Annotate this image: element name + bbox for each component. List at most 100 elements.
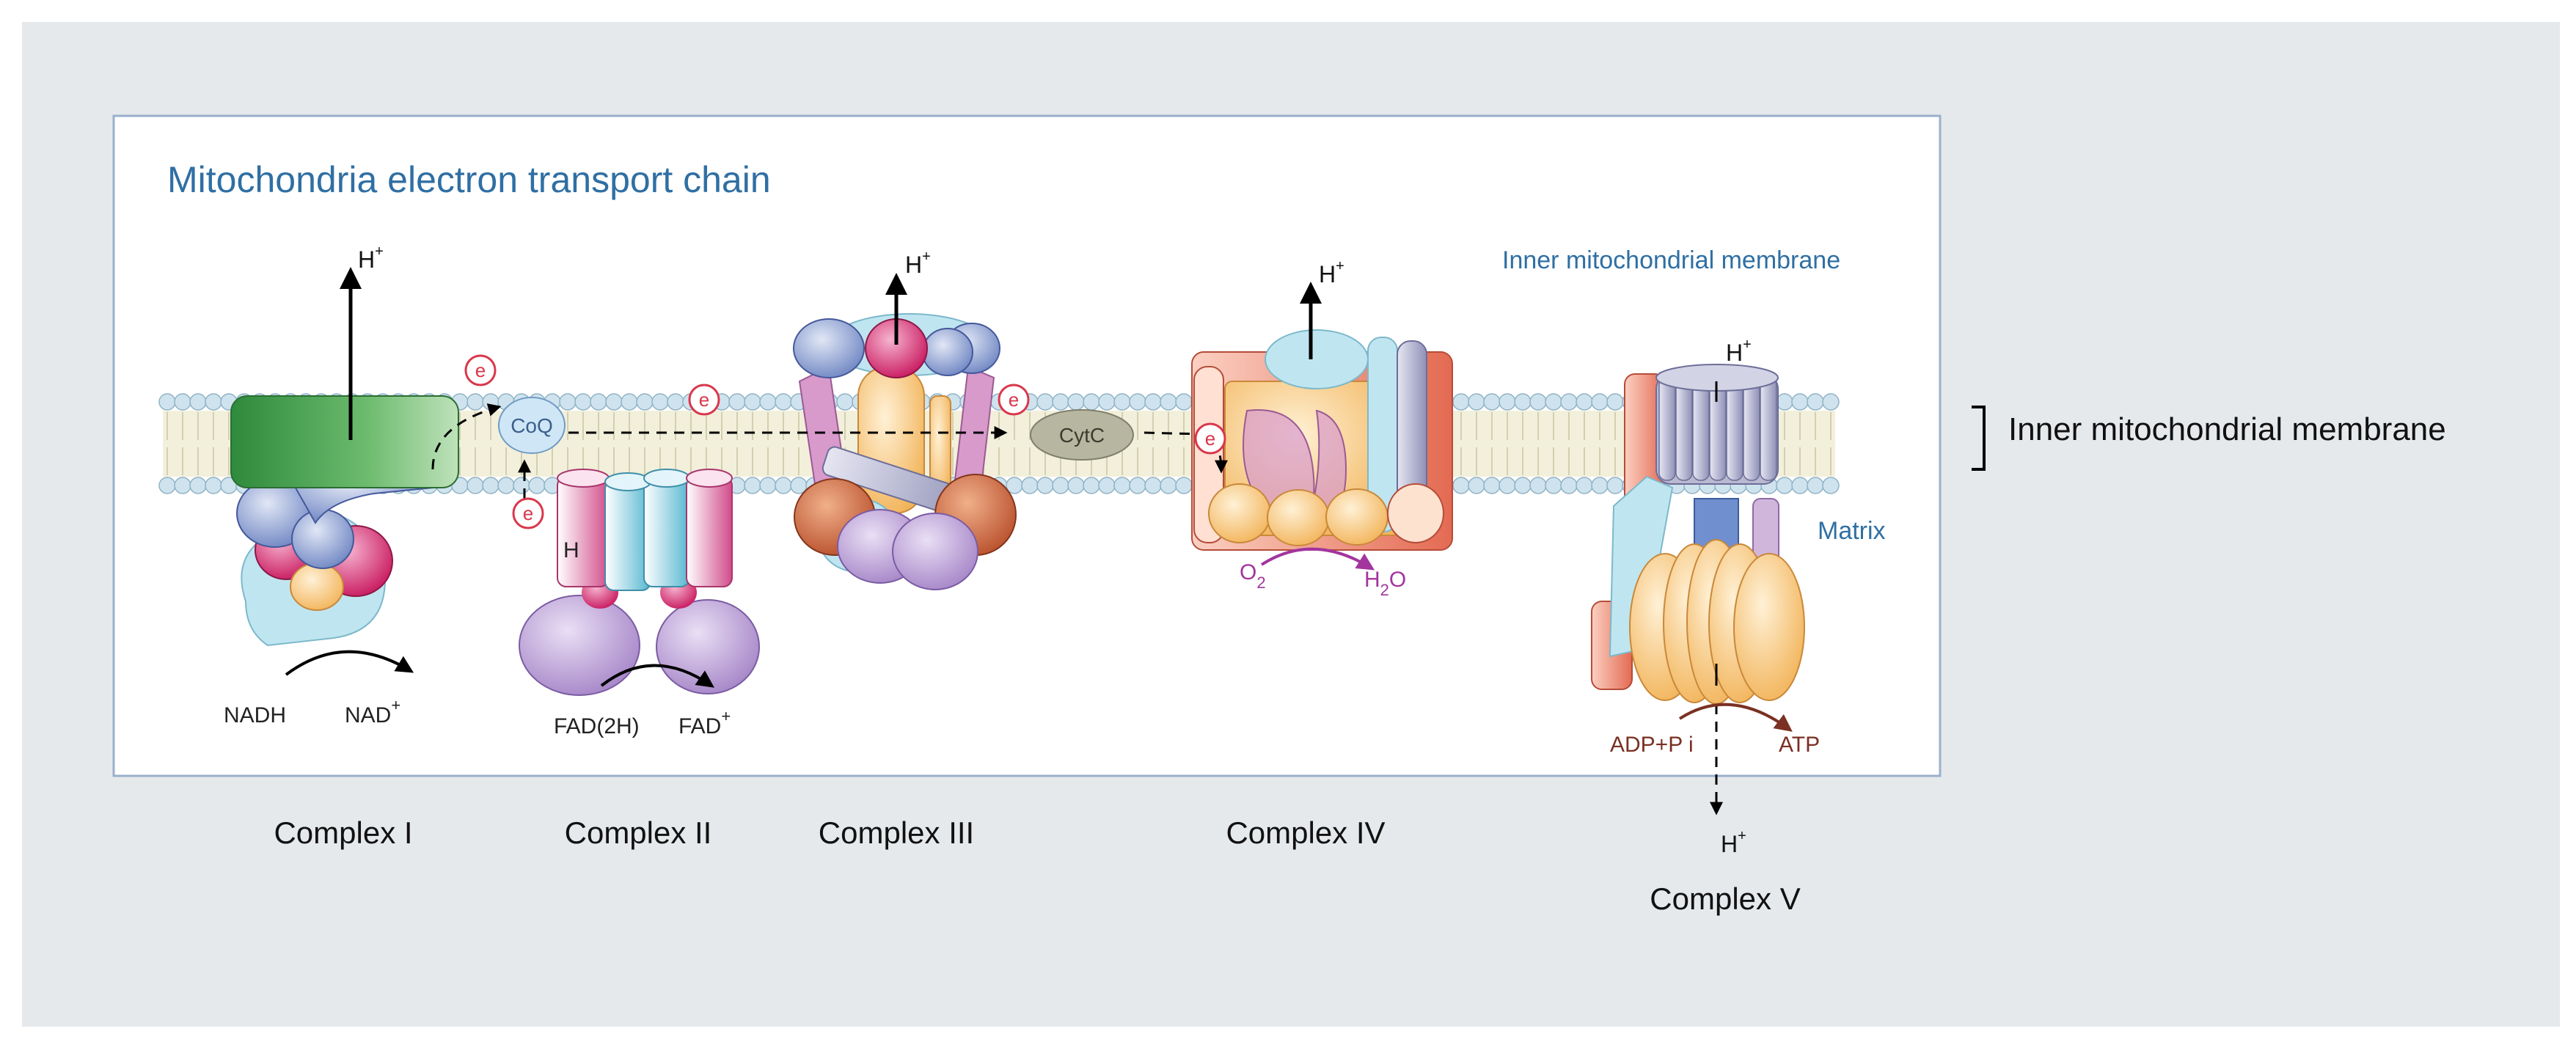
electron-label: e — [523, 502, 533, 524]
coq-shape — [498, 397, 566, 454]
complex-ii-cyl-top-2 — [604, 472, 651, 491]
proton-label: H+ — [1726, 337, 1752, 366]
complex-ii-cyl-4 — [686, 476, 733, 587]
lipid-head — [528, 477, 546, 494]
lipid-head — [574, 393, 592, 411]
lipid-head — [1468, 477, 1485, 494]
lipid-head — [1591, 477, 1609, 494]
complex-v-c-ring — [1655, 364, 1779, 485]
lipid-head — [189, 477, 207, 494]
reaction-iv-h-sub: 2 — [1380, 581, 1389, 599]
lipid-head — [1021, 477, 1039, 494]
lipid-head — [1822, 477, 1840, 494]
electron-circle — [998, 384, 1030, 416]
lipid-head — [513, 477, 530, 494]
proton-symbol: H — [1721, 831, 1738, 857]
complex-v-f1-head — [1629, 539, 1805, 705]
complex-iii — [793, 313, 1017, 590]
proton-charge: + — [1738, 828, 1746, 844]
electron-circle — [688, 384, 720, 416]
complex-ii-purple-right — [656, 599, 760, 694]
lipid-head — [1529, 393, 1547, 411]
proton-symbol: H — [1726, 340, 1743, 366]
lipid-head — [1175, 477, 1193, 494]
complex-ii-h-label: H — [563, 538, 579, 562]
lipid-head — [1083, 477, 1100, 494]
electron-label: e — [475, 359, 486, 381]
complex-v — [1591, 364, 1805, 705]
lipid-head — [1052, 477, 1069, 494]
proton-charge: + — [1336, 258, 1344, 274]
proton-label: H+ — [1319, 258, 1344, 287]
reaction-iv-h: H — [1364, 568, 1380, 592]
lipid-head — [1036, 477, 1054, 494]
proton-label: H+ — [905, 249, 931, 278]
complex-ii-cyl-1 — [557, 476, 610, 587]
complex-label-ii: Complex II — [565, 815, 712, 850]
lipid-head — [1499, 477, 1516, 494]
lipid-head — [466, 393, 484, 411]
complex-i — [230, 395, 459, 647]
c-ring-subunit — [1709, 377, 1727, 481]
proton-label: H+ — [358, 243, 384, 273]
lipid-head — [1776, 477, 1793, 494]
lipid-head — [590, 393, 607, 411]
reaction-i-right-text: NAD — [345, 703, 391, 727]
complex-iv-sub-4 — [1387, 483, 1444, 543]
membrane-bracket — [1972, 406, 1986, 471]
lipid-head — [1529, 477, 1547, 494]
complex-label-iv: Complex IV — [1226, 815, 1385, 850]
lipid-head — [1175, 393, 1193, 411]
c-ring-subunit — [1692, 377, 1710, 481]
proton-label: H+ — [1721, 828, 1746, 857]
reaction-arc-complex-v — [1678, 703, 1793, 732]
electron-circle — [464, 354, 497, 386]
lipid-head — [1113, 477, 1131, 494]
reaction-complex-iv: O2 H2O — [1240, 547, 1406, 599]
c-ring-subunit — [1675, 377, 1693, 481]
reaction-complex-v: ADP+P i ATP — [1610, 703, 1820, 757]
reaction-iv-h2o: H2O — [1364, 568, 1406, 599]
c-ring-subunit — [1743, 377, 1760, 481]
lipid-head — [205, 393, 222, 411]
lipid-head — [836, 393, 854, 411]
lipid-head — [1113, 393, 1131, 411]
lipid-head — [1160, 393, 1177, 411]
lipid-head — [667, 393, 684, 411]
lipid-head — [1083, 393, 1100, 411]
reaction-arc-complex-iv — [1260, 547, 1375, 571]
lipid-head — [1129, 477, 1146, 494]
reaction-complex-ii: FAD(2H) FAD+ — [554, 664, 731, 738]
c-ring-subunit — [1760, 377, 1777, 481]
cytc-label: CytC — [1059, 424, 1105, 447]
proton-symbol: H — [905, 252, 922, 278]
lipid-head — [158, 393, 176, 411]
lipid-head — [1591, 393, 1609, 411]
lipid-head — [621, 393, 638, 411]
lipid-head — [174, 393, 191, 411]
lipid-head — [651, 393, 669, 411]
electron-circle — [1194, 422, 1226, 455]
complex-i-orange — [290, 562, 344, 611]
proton-charge: + — [1743, 337, 1752, 353]
lipid-head — [728, 393, 746, 411]
lipid-head — [775, 477, 792, 494]
complex-ii-cyl-top-1 — [557, 469, 610, 488]
electron: e — [1194, 422, 1226, 455]
lipid-head — [174, 477, 191, 494]
c-ring-subunit — [1726, 377, 1743, 481]
lipid-head — [205, 477, 222, 494]
complex-iv — [1191, 329, 1453, 551]
lipid-head — [1514, 393, 1532, 411]
lipid-head — [1514, 477, 1532, 494]
electron-label: e — [1009, 389, 1019, 411]
cytc-shape — [1030, 409, 1134, 461]
reaction-ii-right: FAD+ — [678, 707, 731, 738]
matrix-label: Matrix — [1818, 517, 1886, 545]
lipid-head — [1545, 477, 1562, 494]
complex-ii-cyl-top-3 — [643, 469, 690, 488]
complex-i-blue-2 — [291, 509, 354, 569]
complex-iii-blue-mid — [922, 328, 973, 376]
